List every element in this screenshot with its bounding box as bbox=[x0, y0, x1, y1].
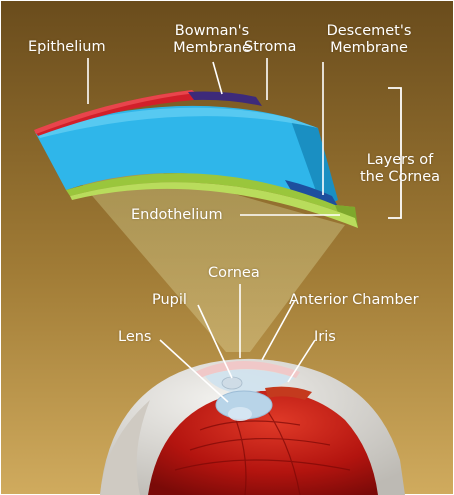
label-pupil: Pupil bbox=[152, 292, 187, 309]
label-layers-line1: Layers of bbox=[350, 152, 450, 169]
label-epithelium: Epithelium bbox=[28, 39, 106, 56]
label-cornea: Cornea bbox=[208, 265, 260, 282]
label-descemets-membrane: Descemet's Membrane bbox=[316, 23, 422, 57]
label-endothelium: Endothelium bbox=[131, 207, 223, 224]
label-layers-of-the-cornea: Layers of the Cornea bbox=[350, 152, 450, 186]
label-descemets-line2: Membrane bbox=[316, 40, 422, 57]
label-bowmans-line1: Bowman's bbox=[156, 23, 268, 40]
label-iris: Iris bbox=[314, 329, 336, 346]
pupil bbox=[222, 377, 242, 389]
label-lens: Lens bbox=[118, 329, 152, 346]
label-layers-line2: the Cornea bbox=[350, 169, 450, 186]
label-stroma: Stroma bbox=[244, 39, 296, 56]
label-descemets-line1: Descemet's bbox=[316, 23, 422, 40]
label-anterior-chamber: Anterior Chamber bbox=[289, 292, 419, 309]
